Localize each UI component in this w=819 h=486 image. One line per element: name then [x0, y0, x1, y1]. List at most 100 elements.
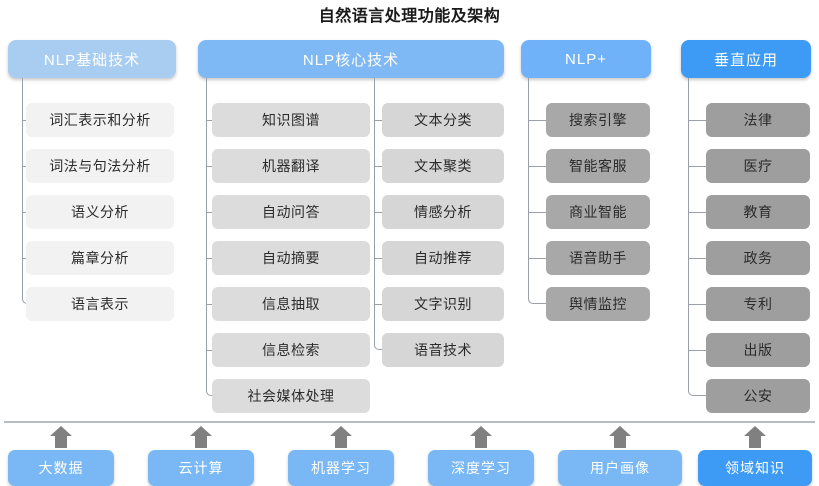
header-nlp-plus-label: NLP+ [565, 50, 607, 68]
item-box[interactable]: 情感分析 [382, 195, 504, 229]
item-label: 词法与句法分析 [49, 158, 151, 174]
foundation-pill[interactable]: 深度学习 [428, 450, 534, 486]
branch-connector [688, 166, 710, 167]
item-box[interactable]: 知识图谱 [212, 103, 370, 137]
item-box[interactable]: 语音技术 [382, 333, 504, 367]
item-box[interactable]: 公安 [706, 379, 810, 413]
item-label: 信息抽取 [262, 296, 320, 312]
item-label: 篇章分析 [71, 250, 129, 266]
branch-connector [688, 212, 710, 213]
item-box[interactable]: 舆情监控 [546, 287, 650, 321]
header-nlp-basic[interactable]: NLP基础技术 [8, 40, 176, 78]
item-label: 信息检索 [262, 342, 320, 358]
item-label: 语义分析 [71, 204, 129, 220]
item-label: 语音技术 [414, 342, 472, 358]
foundation-baseline [4, 421, 815, 423]
item-box[interactable]: 文本分类 [382, 103, 504, 137]
item-label: 词汇表示和分析 [49, 112, 151, 128]
item-label: 商业智能 [569, 204, 627, 220]
foundation-pill[interactable]: 用户画像 [558, 450, 682, 486]
item-box[interactable]: 篇章分析 [26, 241, 174, 275]
item-box[interactable]: 语义分析 [26, 195, 174, 229]
up-arrow-icon [188, 425, 214, 449]
item-box[interactable]: 医疗 [706, 149, 810, 183]
item-box[interactable]: 智能客服 [546, 149, 650, 183]
item-box[interactable]: 社会媒体处理 [212, 379, 370, 413]
item-label: 文字识别 [414, 296, 472, 312]
branch-connector [688, 304, 710, 305]
item-label: 医疗 [743, 158, 773, 174]
foundation-pill[interactable]: 大数据 [8, 450, 114, 486]
item-label: 自动问答 [262, 204, 320, 220]
branch-connector [528, 166, 550, 167]
item-box[interactable]: 专利 [706, 287, 810, 321]
item-box[interactable]: 语音助手 [546, 241, 650, 275]
up-arrow-icon [328, 425, 354, 449]
header-vertical-application-label: 垂直应用 [713, 51, 778, 69]
item-label: 机器翻译 [262, 158, 320, 174]
up-arrow-icon [468, 425, 494, 449]
header-nlp-core[interactable]: NLP核心技术 [198, 40, 504, 78]
item-box[interactable]: 搜索引擎 [546, 103, 650, 137]
header-vertical-application[interactable]: 垂直应用 [681, 40, 811, 78]
up-arrow-icon [607, 425, 633, 449]
branch-connector [688, 350, 710, 351]
item-label: 自动推荐 [414, 250, 472, 266]
item-box[interactable]: 教育 [706, 195, 810, 229]
item-box[interactable]: 自动摘要 [212, 241, 370, 275]
item-label: 公安 [743, 388, 773, 404]
branch-connector [528, 258, 550, 259]
item-label: 自动摘要 [262, 250, 320, 266]
header-nlp-core-label: NLP核心技术 [302, 51, 400, 69]
foundation-label: 机器学习 [311, 460, 371, 476]
item-label: 文本分类 [414, 112, 472, 128]
item-label: 专利 [743, 296, 773, 312]
branch-connector [528, 212, 550, 213]
item-box[interactable]: 出版 [706, 333, 810, 367]
foundation-label: 深度学习 [451, 460, 511, 476]
column-nlp-plus-trunk [528, 78, 550, 304]
item-box[interactable]: 文字识别 [382, 287, 504, 321]
foundation-label: 大数据 [38, 460, 84, 476]
foundation-pill[interactable]: 云计算 [148, 450, 254, 486]
item-box[interactable]: 词法与句法分析 [26, 149, 174, 183]
foundation-pill[interactable]: 机器学习 [288, 450, 394, 486]
header-nlp-plus[interactable]: NLP+ [521, 40, 651, 78]
item-box[interactable]: 法律 [706, 103, 810, 137]
foundation-label: 云计算 [178, 460, 224, 476]
item-label: 智能客服 [569, 158, 627, 174]
item-label: 知识图谱 [262, 112, 320, 128]
item-label: 政务 [743, 250, 773, 266]
item-label: 文本聚类 [414, 158, 472, 174]
item-label: 情感分析 [414, 204, 472, 220]
branch-connector [528, 120, 550, 121]
item-box[interactable]: 自动问答 [212, 195, 370, 229]
up-arrow-icon [48, 425, 74, 449]
item-box[interactable]: 商业智能 [546, 195, 650, 229]
item-box[interactable]: 文本聚类 [382, 149, 504, 183]
header-nlp-basic-label: NLP基础技术 [43, 51, 141, 69]
item-label: 出版 [743, 342, 773, 358]
item-box[interactable]: 语言表示 [26, 287, 174, 321]
foundation-label: 用户画像 [590, 460, 650, 476]
item-box[interactable]: 自动推荐 [382, 241, 504, 275]
item-label: 教育 [743, 204, 773, 220]
item-box[interactable]: 词汇表示和分析 [26, 103, 174, 137]
foundation-label: 领域知识 [725, 460, 785, 476]
branch-connector [688, 120, 710, 121]
item-box[interactable]: 信息检索 [212, 333, 370, 367]
item-label: 法律 [743, 112, 773, 128]
foundation-pill[interactable]: 领域知识 [698, 450, 812, 486]
item-box[interactable]: 信息抽取 [212, 287, 370, 321]
item-label: 语音助手 [569, 250, 627, 266]
column-vertical-application-trunk [688, 78, 710, 396]
item-box[interactable]: 政务 [706, 241, 810, 275]
item-label: 搜索引擎 [569, 112, 627, 128]
item-label: 语言表示 [71, 296, 129, 312]
up-arrow-icon [742, 425, 768, 449]
item-box[interactable]: 机器翻译 [212, 149, 370, 183]
page-title: 自然语言处理功能及架构 [318, 8, 501, 25]
item-label: 社会媒体处理 [247, 388, 335, 404]
item-label: 舆情监控 [569, 296, 627, 312]
